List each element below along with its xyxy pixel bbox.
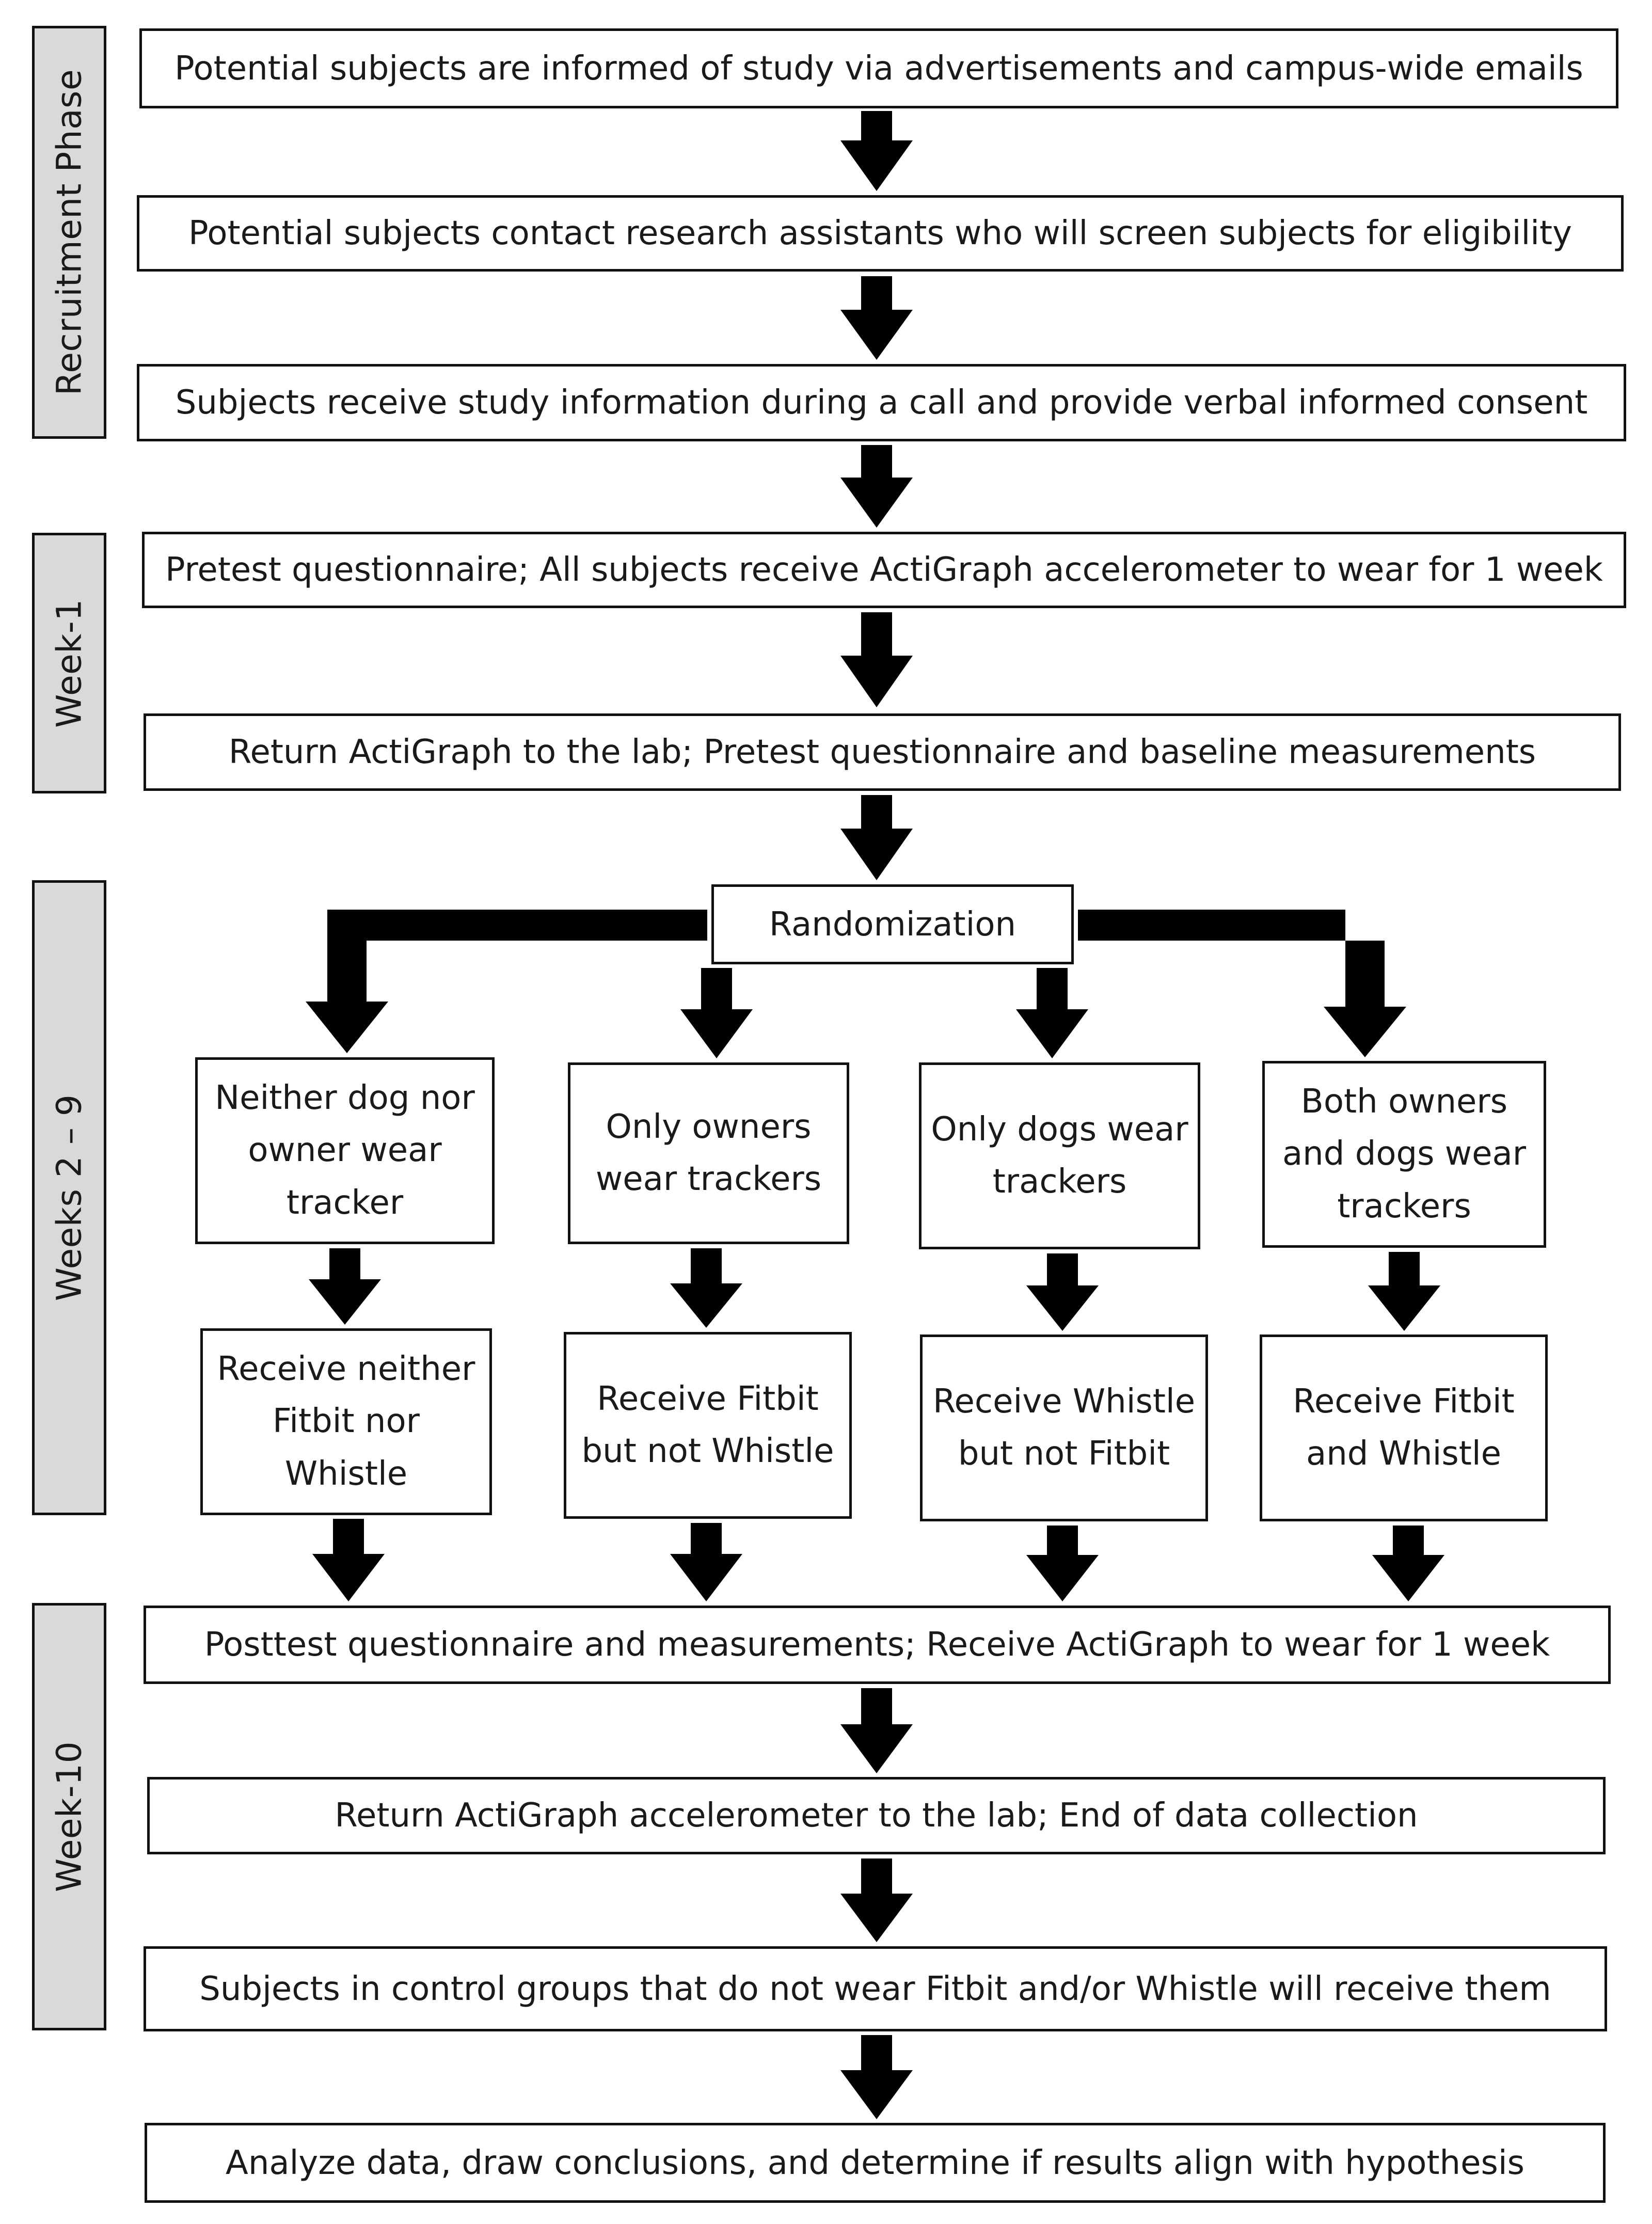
arrow-g2-d2 [670,1248,742,1328]
step-posttest: Posttest questionnaire and measurements;… [144,1606,1611,1684]
step-posttest-text: Posttest questionnaire and measurements;… [204,1626,1550,1664]
group-only-dogs-text: Only dogs wear trackers [931,1110,1188,1201]
arrow-rand-g4 [1078,910,1406,1057]
step-analyze-data-text: Analyze data, draw conclusions, and dete… [226,2143,1524,2182]
group-both-owners-dogs: Both owners and dogs wear trackers [1262,1061,1546,1248]
step-informed-consent-text: Subjects receive study information durin… [175,384,1588,422]
step-pretest-actigraph-text: Pretest questionnaire; All subjects rece… [165,551,1603,589]
arrow-d4-s10 [1372,1526,1444,1601]
device-fitbit-only: Receive Fitbit but not Whistle [564,1332,852,1519]
arrow-d2-s10 [670,1523,742,1601]
step-contact-research-assistants: Potential subjects contact research assi… [137,195,1624,272]
step-return-actigraph-baseline-text: Return ActiGraph to the lab; Pretest que… [228,733,1536,771]
phase-week10: Week-10 [32,1603,106,2030]
arrow-g3-d3 [1026,1253,1099,1331]
step-randomization-text: Randomization [769,905,1016,944]
phase-weeks2-9: Weeks 2 – 9 [32,880,106,1515]
group-neither-tracker-text: Neither dog nor owner wear tracker [215,1079,475,1222]
phase-week1: Week-1 [32,533,106,793]
step-return-actigraph-baseline: Return ActiGraph to the lab; Pretest que… [144,713,1621,791]
step-informed-of-study: Potential subjects are informed of study… [139,28,1618,108]
step-return-actigraph-end: Return ActiGraph accelerometer to the la… [147,1777,1606,1854]
group-only-owners-text: Only owners wear trackers [595,1107,822,1198]
arrow-s12-s13 [840,2035,913,2119]
group-only-dogs: Only dogs wear trackers [919,1062,1200,1249]
arrow-s11-s12 [840,1858,913,1942]
arrow-rand-g2 [680,968,753,1058]
step-informed-consent: Subjects receive study information durin… [137,364,1626,441]
device-whistle-only-text: Receive Whistle but not Fitbit [932,1382,1196,1473]
device-fitbit-and-whistle-text: Receive Fitbit and Whistle [1293,1382,1515,1473]
arrow-d1-s10 [312,1519,385,1601]
arrow-s2-s3 [840,276,913,360]
step-pretest-actigraph: Pretest questionnaire; All subjects rece… [142,532,1626,608]
group-only-owners: Only owners wear trackers [568,1062,849,1244]
arrow-rand-g1 [306,910,707,1053]
device-fitbit-and-whistle: Receive Fitbit and Whistle [1260,1335,1548,1521]
arrow-s1-s2 [840,111,913,191]
arrow-s10-s11 [840,1688,913,1773]
step-analyze-data: Analyze data, draw conclusions, and dete… [145,2123,1606,2203]
step-randomization: Randomization [711,884,1074,964]
arrow-s4-s5 [840,612,913,707]
device-fitbit-only-text: Receive Fitbit but not Whistle [581,1379,834,1470]
phase-recruitment: Recruitment Phase [32,26,106,439]
step-control-groups-receive: Subjects in control groups that do not w… [144,1946,1607,2031]
step-informed-of-study-text: Potential subjects are informed of study… [174,49,1583,88]
arrow-d3-s10 [1026,1526,1099,1601]
step-control-groups-receive-text: Subjects in control groups that do not w… [199,1969,1551,2008]
group-both-owners-dogs-text: Both owners and dogs wear trackers [1282,1083,1527,1226]
arrow-rand-g3 [1016,968,1088,1058]
arrow-g1-d1 [309,1248,381,1325]
device-whistle-only: Receive Whistle but not Fitbit [920,1335,1208,1521]
group-neither-tracker: Neither dog nor owner wear tracker [195,1057,495,1244]
arrow-g4-d4 [1368,1252,1440,1331]
arrow-s5-rand [840,795,913,880]
device-neither: Receive neither Fitbit nor Whistle [200,1328,492,1515]
arrow-s3-s4 [840,445,913,528]
step-return-actigraph-end-text: Return ActiGraph accelerometer to the la… [335,1797,1418,1835]
device-neither-text: Receive neither Fitbit nor Whistle [217,1350,475,1493]
step-contact-research-assistants-text: Potential subjects contact research assi… [188,214,1572,252]
